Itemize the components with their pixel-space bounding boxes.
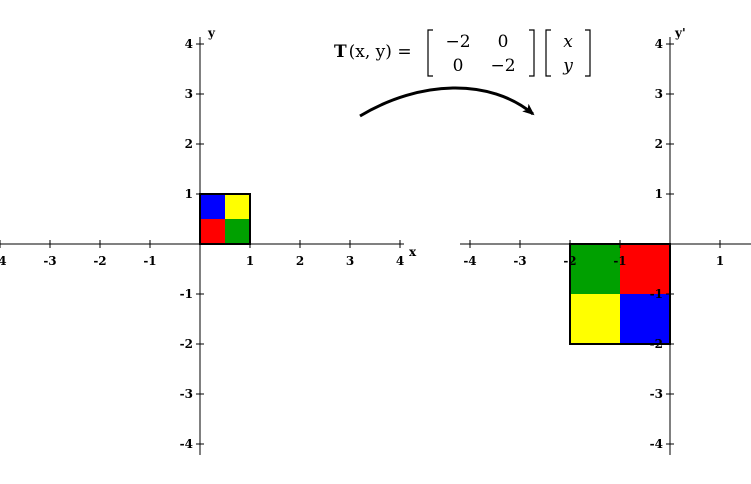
vector-right-bracket (585, 29, 591, 77)
y-tick-label: -1 (180, 287, 193, 301)
matrix-a11: −2 (445, 32, 470, 52)
quadrant-yellow (225, 194, 250, 219)
x-tick-label: 4 (396, 254, 404, 268)
y-tick-label: -3 (650, 387, 663, 401)
y-tick-label: 4 (655, 37, 663, 51)
matrix-right-bracket (529, 29, 535, 77)
y-axis-label: y' (674, 26, 686, 40)
x-ticks: -4 -3 -2 -1 1 (463, 240, 724, 268)
y-ticks: 4 3 2 1 -1 -2 -3 -4 (180, 37, 204, 451)
y-tick-label: -1 (650, 287, 663, 301)
y-tick-label: 3 (655, 87, 663, 101)
matrix-a22: −2 (490, 56, 515, 76)
y-tick-label: -4 (180, 437, 193, 451)
x-tick-label: -2 (563, 254, 576, 268)
x-tick-label: -4 (0, 254, 7, 268)
formula-lhs: T(x, y) = (334, 42, 412, 62)
matrix-a12: 0 (498, 32, 509, 52)
y-tick-label: 1 (655, 187, 663, 201)
y-tick-label: -3 (180, 387, 193, 401)
transformation-formula: T(x, y) = −2 0 0 −2 x y (334, 29, 591, 77)
x-tick-label: -3 (43, 254, 56, 268)
quadrant-blue (620, 294, 670, 344)
x-tick-label: -2 (93, 254, 106, 268)
y-tick-label: 3 (185, 87, 193, 101)
vector-x: x (563, 32, 573, 52)
quadrant-red (620, 244, 670, 294)
x-tick-label: -4 (463, 254, 476, 268)
y-tick-label: -2 (650, 337, 663, 351)
transformed-square (569, 243, 671, 345)
x-tick-label: 1 (716, 254, 724, 268)
x-tick-label: -1 (143, 254, 156, 268)
y-tick-label: 2 (185, 137, 193, 151)
x-tick-label: 2 (296, 254, 304, 268)
matrix-a21: 0 (453, 56, 464, 76)
transformed-plot: -4 -3 -2 -1 1 4 3 2 1 -1 -2 -3 -4 y' (460, 26, 751, 455)
y-axis-label: y (207, 26, 216, 40)
quadrant-red (200, 219, 225, 244)
x-tick-label: 1 (246, 254, 254, 268)
vector-y: y (562, 56, 573, 76)
original-unit-square (199, 193, 251, 245)
quadrant-blue (200, 194, 225, 219)
quadrant-yellow (570, 294, 620, 344)
x-tick-label: 3 (346, 254, 354, 268)
quadrant-green (570, 244, 620, 294)
vector-left-bracket (545, 29, 551, 77)
curved-arrow (359, 86, 535, 118)
x-axis-label: x (409, 245, 417, 259)
x-tick-label: -1 (613, 254, 626, 268)
quadrant-green (225, 219, 250, 244)
x-tick-label: -3 (513, 254, 526, 268)
y-tick-label: 4 (185, 37, 193, 51)
y-ticks: 4 3 2 1 -1 -2 -3 -4 (650, 37, 674, 451)
x-ticks: -4 -3 -2 -1 1 2 3 4 (0, 240, 404, 268)
y-tick-label: 1 (185, 187, 193, 201)
matrix-left-bracket (427, 29, 433, 77)
y-tick-label: -2 (180, 337, 193, 351)
y-tick-label: 2 (655, 137, 663, 151)
y-tick-label: -4 (650, 437, 663, 451)
original-plot: -4 -3 -2 -1 1 2 3 4 4 3 2 1 -1 -2 -3 -4 x y (0, 26, 417, 455)
